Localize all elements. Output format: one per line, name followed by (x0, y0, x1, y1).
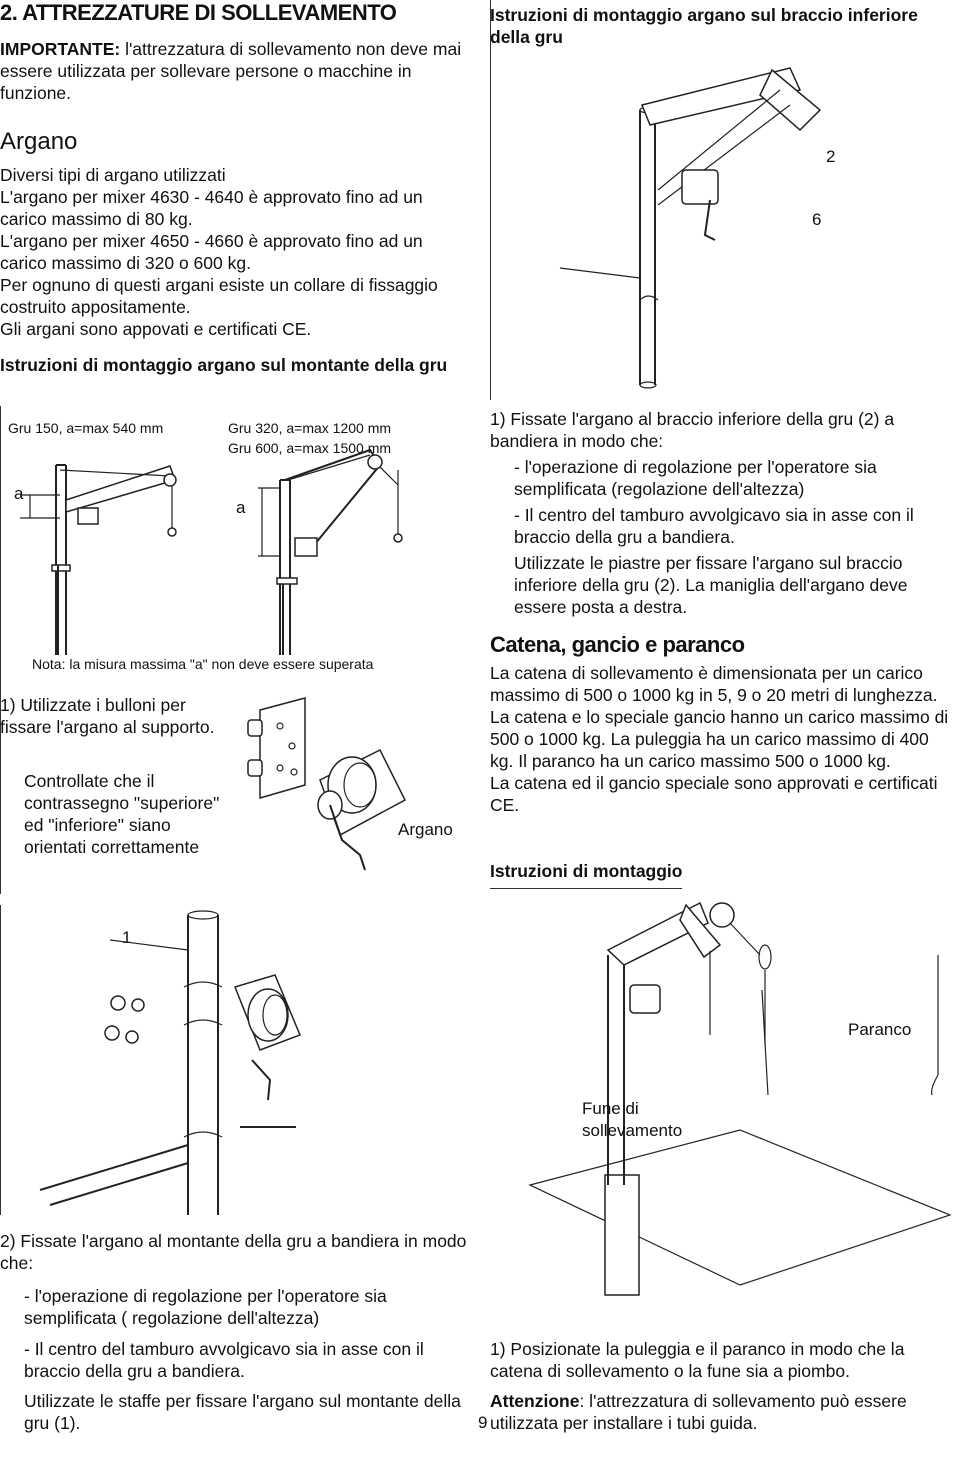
argano-line-3: L'argano per mixer 4650 - 4660 è approva… (0, 231, 423, 273)
argano-text: Diversi tipi di argano utilizzati L'arga… (0, 164, 465, 340)
right-bottom-step-1: 1) Posizionate la puleggia e il paranco … (490, 1339, 905, 1381)
right-bullet-3: Utilizzate le piastre per fissare l'arga… (514, 553, 908, 617)
lifting-rope-label: Fune di sollevamento (582, 1099, 683, 1140)
crane-150-caption: Gru 150, a=max 540 mm (8, 420, 164, 436)
large-crane-illustration (258, 448, 403, 655)
hoist-label: Paranco (848, 1020, 912, 1039)
boom-label-2: 2 (826, 147, 835, 166)
orientation-check-text: Controllate che il contrassegno "superio… (24, 771, 220, 857)
warning-text: : l'attrezzatura di sollevamento può ess… (490, 1391, 907, 1433)
important-text: l'attrezzatura di sollevamento non deve … (0, 39, 462, 103)
argano-line-4: Per ognuno di questi argani esiste un co… (0, 275, 438, 317)
bottom-bullet-2: - Il centro del tamburo avvolgicavo sia … (24, 1339, 424, 1381)
right-bullet-1: - l'operazione di regolazione per l'oper… (514, 457, 877, 499)
argano-heading: Argano (0, 128, 78, 155)
important-note: IMPORTANTE: l'attrezzatura di sollevamen… (0, 38, 470, 104)
crane-600-caption: Gru 600, a=max 1500 mm (228, 440, 392, 456)
warning-note: Attenzione: l'attrezzatura di sollevamen… (490, 1390, 955, 1434)
bottom-step-2: 2) Fissate l'argano al montante della gr… (0, 1231, 467, 1273)
mount-heading-left: Istruzioni di montaggio argano sul monta… (0, 355, 448, 375)
bottom-bullet-3: Utilizzate le staffe per fissare l'argan… (24, 1391, 461, 1433)
right-mount-heading: Istruzioni di montaggio argano sul bracc… (490, 5, 918, 47)
figure-box (0, 406, 467, 894)
small-crane-illustration (20, 464, 177, 655)
right-bullet-2: - Il centro del tamburo avvolgicavo sia … (514, 505, 914, 547)
winch-illustration (247, 697, 406, 871)
dimension-a-label-right: a (236, 498, 246, 517)
argano-line-2: L'argano per mixer 4630 - 4640 è approva… (0, 187, 423, 229)
warning-label: Attenzione (490, 1391, 580, 1411)
chain-heading: Catena, gancio e paranco (490, 632, 745, 657)
winch-label: Argano (398, 820, 453, 839)
chain-text: La catena di sollevamento è dimensionata… (490, 663, 949, 815)
boom-label-6: 6 (812, 210, 821, 229)
right-top-divider (490, 0, 491, 400)
bottom-bullet-1: - l'operazione di regolazione per l'oper… (24, 1286, 387, 1328)
crane-320-caption: Gru 320, a=max 1200 mm (228, 420, 392, 436)
right-mount-heading-2: Istruzioni di montaggio (490, 860, 683, 889)
boom-winch-illustration: 2 6 (559, 67, 835, 389)
bottom-figure-box (0, 905, 471, 1215)
max-measure-note: Nota: la misura massima "a" non deve ess… (32, 656, 374, 672)
dimension-a-label-left: a (14, 484, 24, 503)
mast-label-1: 1 (122, 928, 132, 947)
right-step-1: 1) Fissate l'argano al braccio inferiore… (490, 409, 895, 451)
page-title: 2. ATTREZZATURE DI SOLLEVAMENTO (0, 0, 397, 25)
argano-line-5: Gli argani sono appovati e certificati C… (0, 319, 312, 339)
hoist-illustration (528, 901, 952, 1296)
left-step-1: 1) Utilizzate i bulloni per fissare l'ar… (0, 695, 215, 737)
page-number: 9 (478, 1413, 488, 1432)
important-label: IMPORTANTE: (0, 39, 121, 59)
mast-mounting-illustration (39, 910, 301, 1215)
argano-line-1: Diversi tipi di argano utilizzati (0, 165, 226, 185)
